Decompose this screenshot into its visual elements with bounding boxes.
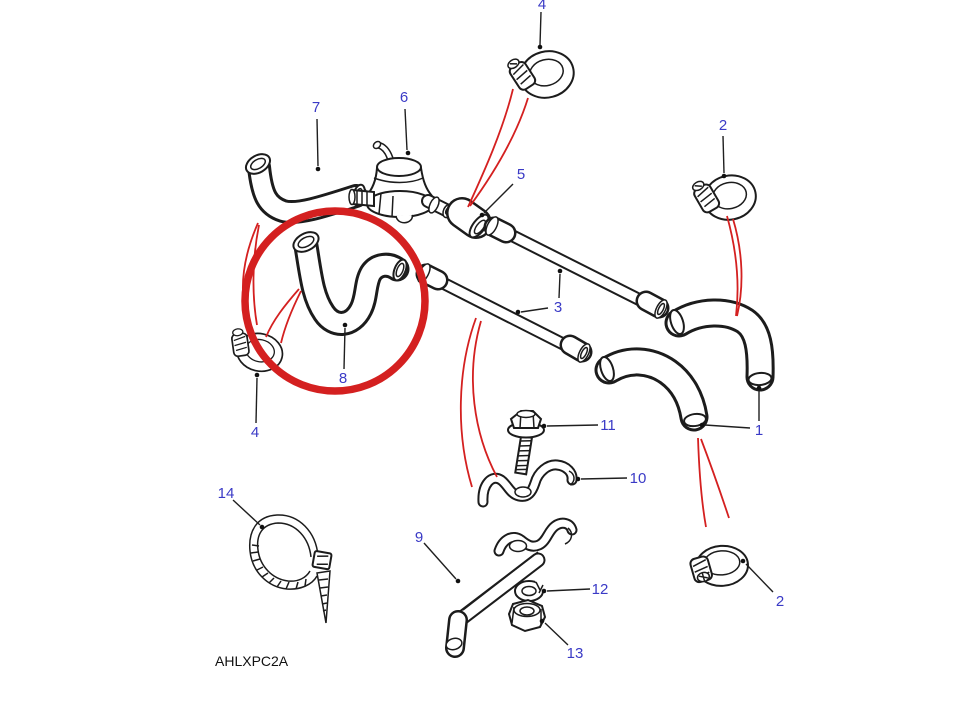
callout-14: 14 [218,485,235,502]
diagram-code: AHLXPC2A [215,653,289,669]
saddle-clamp-10 [477,459,578,508]
cable-tie-14 [249,514,333,624]
callout-9: 9 [415,529,423,546]
connector-tube-5 [446,197,492,239]
callout-2-bottom: 2 [776,593,784,610]
highlight-annotations [241,88,743,528]
hose-7 [244,153,368,224]
elbow-hose-1-upper [664,298,775,392]
leader-lines [232,11,774,646]
callout-labels: 4 7 6 5 2 3 8 4 1 11 10 9 12 13 14 2 [218,0,785,662]
callout-13: 13 [567,645,584,662]
hose-clamp-4-top [507,50,575,99]
elbow-hose-1-lower [594,347,709,432]
callout-12: 12 [592,581,609,598]
highlight-circle [241,207,429,395]
flange-bolt-11 [507,409,545,476]
callout-8: 8 [339,370,347,387]
mounting-bracket-9 [445,517,578,658]
callout-5: 5 [517,166,525,183]
breather-hose-8 [292,231,410,336]
hose-clamp-2-right [691,174,757,221]
hose-clamp-2-bottom [689,544,749,587]
hose-3-upper [483,216,670,319]
callout-3: 3 [554,299,562,316]
callout-6: 6 [400,89,408,106]
callout-4-top: 4 [538,0,546,13]
check-valve-6 [348,140,454,224]
callout-7: 7 [312,99,320,116]
callout-10: 10 [630,470,647,487]
hex-nut-13 [507,598,547,633]
callout-4-left: 4 [251,424,259,441]
hose-3-lower [415,263,593,363]
callout-11: 11 [600,417,616,434]
callout-1: 1 [755,422,763,439]
lock-washer-12 [514,580,546,602]
callout-2-top: 2 [719,117,727,134]
